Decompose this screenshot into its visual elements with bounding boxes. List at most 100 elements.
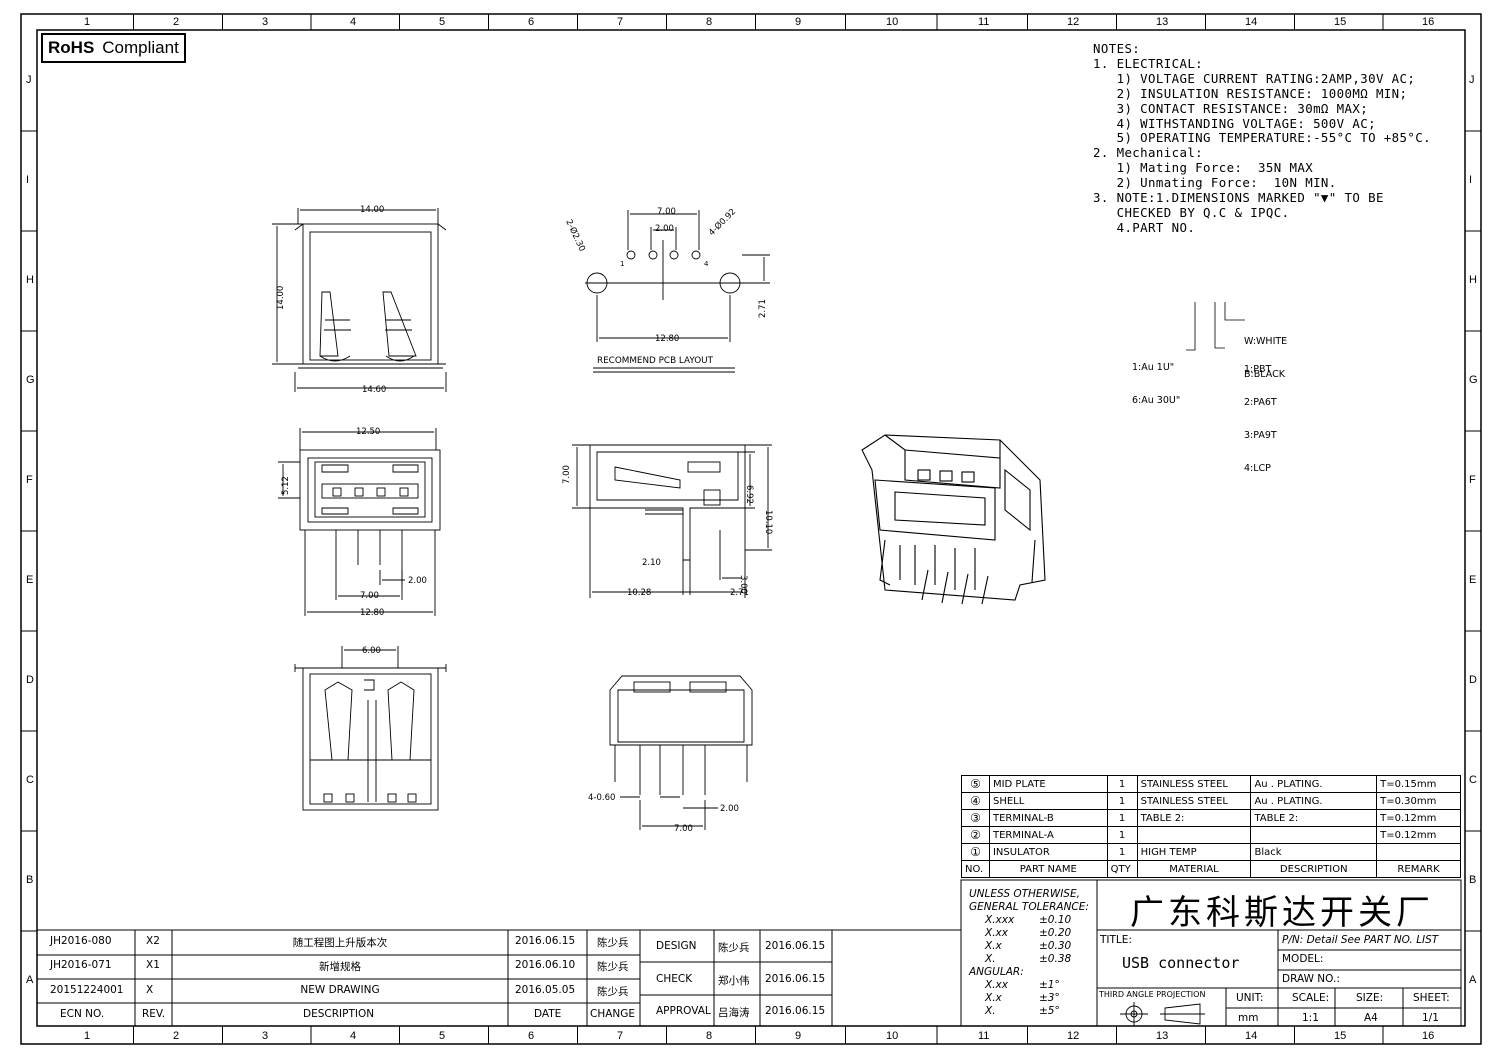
column-label-15: 15 xyxy=(1334,16,1347,28)
column-label-9: 9 xyxy=(795,16,802,28)
column-label-bottom-11: 11 xyxy=(978,1030,990,1042)
tolerance-row: X.xxx±0.10 xyxy=(969,914,1089,927)
approval-role: DESIGN xyxy=(656,940,697,952)
note-line: 2. Mechanical: xyxy=(1093,145,1204,161)
bom-cell-no: ④ xyxy=(961,792,990,810)
dim-front-1280: 12.80 xyxy=(360,608,384,618)
approval-name: 吕海涛 xyxy=(718,1007,750,1019)
bom-cell-material: STAINLESS STEEL xyxy=(1136,775,1252,793)
rev-code: X1 xyxy=(146,959,160,971)
bom-h-qty: QTY xyxy=(1106,860,1138,878)
rev-ecn: JH2016-071 xyxy=(50,959,112,971)
row-label-right-J: J xyxy=(1469,74,1475,86)
row-label-right-I: I xyxy=(1469,174,1473,186)
part-code-leaders xyxy=(1186,302,1245,351)
column-label-5: 5 xyxy=(439,16,446,28)
column-label-bottom-6: 6 xyxy=(528,1030,535,1042)
rev-h-change: CHANGE xyxy=(590,1008,636,1020)
note-line: NOTES: xyxy=(1093,41,1141,56)
dim-front-1250: 12.50 xyxy=(356,427,380,437)
dim-pcb-2: 2.00 xyxy=(655,224,674,234)
row-label-right-C: C xyxy=(1469,774,1477,786)
dim-rear-200: 2.00 xyxy=(720,804,739,814)
tolerance-value: ±0.30 xyxy=(1039,940,1072,952)
row-label-F: F xyxy=(26,474,33,486)
material-code-4: 4:LCP xyxy=(1244,463,1271,474)
sheet-value: 1/1 xyxy=(1422,1012,1439,1024)
top-view xyxy=(272,208,447,392)
dim-side-1028: 10.28 xyxy=(627,588,651,598)
dim-front-512: 5.12 xyxy=(281,476,291,495)
tolerance-value: ±0.38 xyxy=(1039,953,1072,965)
unit-value: mm xyxy=(1238,1012,1259,1024)
color-code-2: B:BLACK xyxy=(1244,369,1285,380)
pcb-pin4: 4 xyxy=(704,260,709,268)
rev-change: 陈少兵 xyxy=(597,986,629,998)
drawno-label: DRAW NO.: xyxy=(1282,973,1340,985)
column-label-6: 6 xyxy=(528,16,535,28)
bom-h-material: MATERIAL xyxy=(1136,860,1252,878)
column-label-bottom-16: 16 xyxy=(1422,1030,1435,1042)
column-label-bottom-3: 3 xyxy=(262,1030,269,1042)
note-line: 5) OPERATING TEMPERATURE:-55°C TO +85°C. xyxy=(1093,130,1431,146)
material-code-3: 3:PA9T xyxy=(1244,430,1277,441)
approval-name: 郑小伟 xyxy=(718,975,750,987)
tolerance-value: ±0.10 xyxy=(1039,914,1072,926)
column-label-4: 4 xyxy=(350,16,357,28)
unit-label: UNIT: xyxy=(1236,992,1264,1004)
tolerance-angular-value: ±5° xyxy=(1039,1005,1060,1017)
row-label-right-F: F xyxy=(1469,474,1476,486)
scale-label: SCALE: xyxy=(1292,992,1330,1004)
tolerance-key: X.x xyxy=(985,940,1002,952)
dim-rear-700: 7.00 xyxy=(674,824,693,834)
row-label-right-H: H xyxy=(1469,274,1477,286)
rev-desc: 新增规格 xyxy=(319,961,361,973)
column-label-bottom-14: 14 xyxy=(1245,1030,1258,1042)
rev-ecn: JH2016-080 xyxy=(50,935,112,947)
tolerance-key: X.xx xyxy=(985,927,1008,939)
tolerance-title2: GENERAL TOLERANCE: xyxy=(969,901,1089,913)
note-line: CHECKED BY Q.C & IPQC. xyxy=(1093,204,1290,220)
bom-header-row: NO. PART NAME QTY MATERIAL DESCRIPTION R… xyxy=(961,860,1461,878)
row-label-right-A: A xyxy=(1469,974,1477,986)
material-codes: 1:PBT 2:PA6T 3:PA9T 4:LCP xyxy=(1244,342,1277,485)
rev-h-date: DATE xyxy=(534,1008,562,1020)
column-label-16: 16 xyxy=(1422,16,1435,28)
dim-rear-060: 4-0.60 xyxy=(588,793,615,803)
column-label-bottom-10: 10 xyxy=(886,1030,899,1042)
color-code-1: W:WHITE xyxy=(1244,336,1288,347)
tolerance-block: UNLESS OTHERWISE, GENERAL TOLERANCE: X.x… xyxy=(969,888,1089,1018)
scale-value: 1:1 xyxy=(1302,1012,1319,1024)
column-label-8: 8 xyxy=(706,16,713,28)
rohs-text: Compliant xyxy=(102,38,179,57)
plating-codes: 1:Au 1U" 6:Au 30U" xyxy=(1132,340,1180,417)
approval-date: 2016.06.15 xyxy=(765,973,826,985)
size-value: A4 xyxy=(1364,1012,1378,1024)
bottom-view xyxy=(294,646,447,811)
row-label-right-E: E xyxy=(1469,574,1477,586)
tolerance-row: X.xx±0.20 xyxy=(969,927,1089,940)
column-label-bottom-8: 8 xyxy=(706,1030,713,1042)
isometric-view xyxy=(861,434,1046,605)
plating-code-2: 6:Au 30U" xyxy=(1132,395,1181,406)
column-label-12: 12 xyxy=(1067,16,1080,28)
dim-side-210: 2.10 xyxy=(642,558,661,568)
note-line: 1) Mating Force: 35N MAX xyxy=(1093,160,1314,176)
row-label-right-D: D xyxy=(1469,674,1477,686)
bom-h-remark: REMARK xyxy=(1376,860,1461,878)
approval-name: 陈少兵 xyxy=(718,942,750,954)
column-label-bottom-1: 1 xyxy=(84,1030,91,1042)
row-label-B: B xyxy=(26,874,34,886)
tolerance-angular-row: X.xx±1° xyxy=(969,979,1089,992)
tolerance-row: X.±0.38 xyxy=(969,953,1089,966)
tolerance-angular-key: X.xx xyxy=(985,979,1008,991)
rev-date: 2016.06.10 xyxy=(515,959,576,971)
dim-front-200: 2.00 xyxy=(408,576,427,586)
rev-change: 陈少兵 xyxy=(597,961,629,973)
pcb-layout-label: RECOMMEND PCB LAYOUT xyxy=(597,356,714,366)
column-label-bottom-9: 9 xyxy=(795,1030,802,1042)
dim-side-271: 2.71 xyxy=(730,588,749,598)
pcb-pin1: 1 xyxy=(620,260,624,268)
